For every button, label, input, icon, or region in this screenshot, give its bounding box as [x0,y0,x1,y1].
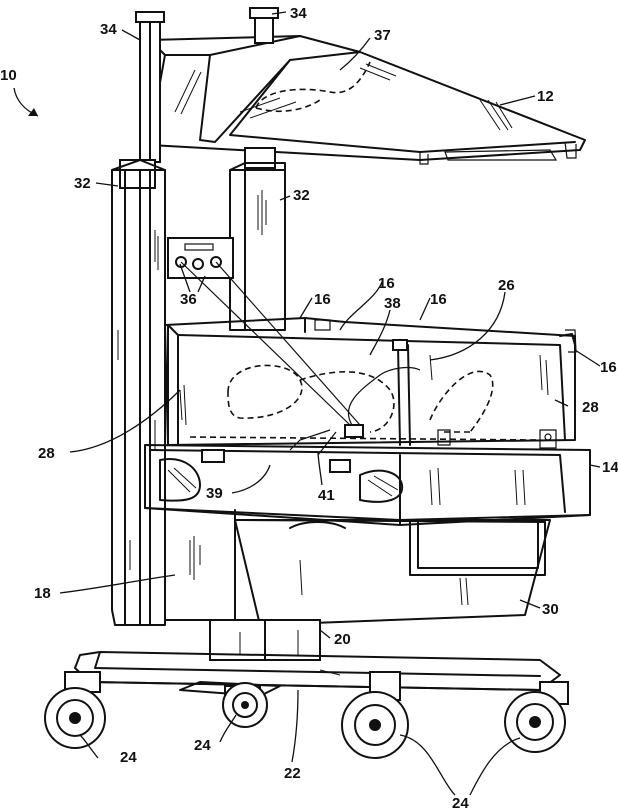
label-16-d: 16 [600,359,617,376]
control-panel [168,238,360,425]
bed-enclosure [165,318,576,455]
label-28-a: 28 [38,445,55,462]
cabinet-base [165,510,550,625]
label-24-b: 24 [194,737,211,754]
label-37: 37 [374,27,391,44]
leader-lines [14,12,600,795]
label-32-a: 32 [74,175,91,192]
label-24-a: 24 [120,749,137,766]
label-18: 18 [34,585,51,602]
support-posts [112,8,285,625]
label-41: 41 [318,487,335,504]
label-16-b: 16 [314,291,331,308]
label-38: 38 [384,295,401,312]
label-22: 22 [284,765,301,782]
label-36: 36 [180,291,197,308]
label-24-c: 24 [452,795,469,812]
label-14: 14 [602,459,618,476]
label-10: 10 [0,67,17,84]
label-28-b: 28 [582,399,599,416]
label-12: 12 [537,88,554,105]
label-16-c: 16 [430,291,447,308]
label-30: 30 [542,601,559,618]
label-20: 20 [334,631,351,648]
label-34-b: 34 [290,5,307,22]
label-39: 39 [206,485,223,502]
label-32-b: 32 [293,187,310,204]
label-26: 26 [498,277,515,294]
label-16-a: 16 [378,275,395,292]
label-34-a: 34 [100,21,117,38]
wheeled-base [75,620,560,696]
